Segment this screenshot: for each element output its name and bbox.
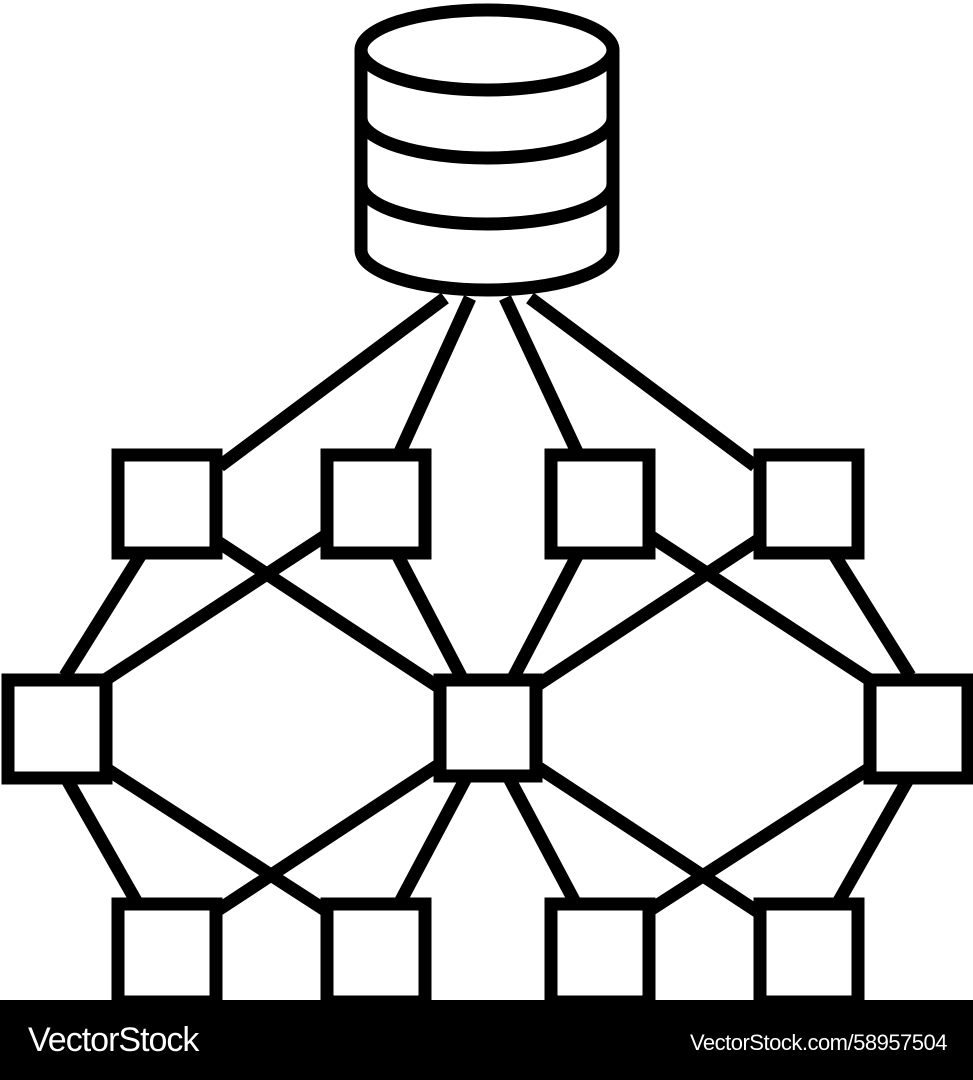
database-top xyxy=(354,3,620,97)
network-node-icon xyxy=(863,673,973,785)
network-node-icon xyxy=(1,673,113,785)
network-node-icon xyxy=(111,448,223,560)
connector xyxy=(101,762,329,916)
network-node-icon xyxy=(433,673,543,783)
connector xyxy=(59,772,146,912)
connector xyxy=(503,552,583,690)
connector xyxy=(101,530,329,686)
network-node-icon xyxy=(544,897,656,1000)
connector xyxy=(529,534,762,694)
database-network-diagram xyxy=(1,3,973,1000)
connector xyxy=(503,774,583,910)
connector xyxy=(646,762,874,916)
database-ring xyxy=(354,183,620,231)
connector xyxy=(829,552,916,680)
connector xyxy=(646,530,874,686)
watermark-bar: VectorStock VectorStock.com/58957504 xyxy=(0,1000,973,1080)
connector-lines xyxy=(59,292,916,918)
network-node-icon xyxy=(320,897,432,1000)
database-ring xyxy=(354,117,620,165)
connector xyxy=(529,758,762,918)
connector xyxy=(526,292,759,472)
connector xyxy=(211,534,444,694)
network-node-icon xyxy=(753,897,865,1000)
connector xyxy=(211,758,444,918)
connector xyxy=(829,772,916,912)
watermark-image-id: VectorStock.com/58957504 xyxy=(689,1030,948,1055)
connector xyxy=(394,295,476,455)
network-node-icon xyxy=(320,448,432,560)
database-body xyxy=(354,50,620,297)
connector xyxy=(216,292,449,472)
network-node-icon xyxy=(544,448,656,560)
network-node-icon xyxy=(753,448,865,560)
database-icon xyxy=(354,3,620,297)
connector xyxy=(499,295,583,455)
connector xyxy=(59,552,146,680)
network-node-icon xyxy=(111,897,223,1000)
connector xyxy=(392,552,472,690)
watermark-logo: VectorStock xyxy=(28,1021,199,1059)
network-nodes xyxy=(1,448,973,1000)
connector xyxy=(392,774,472,910)
